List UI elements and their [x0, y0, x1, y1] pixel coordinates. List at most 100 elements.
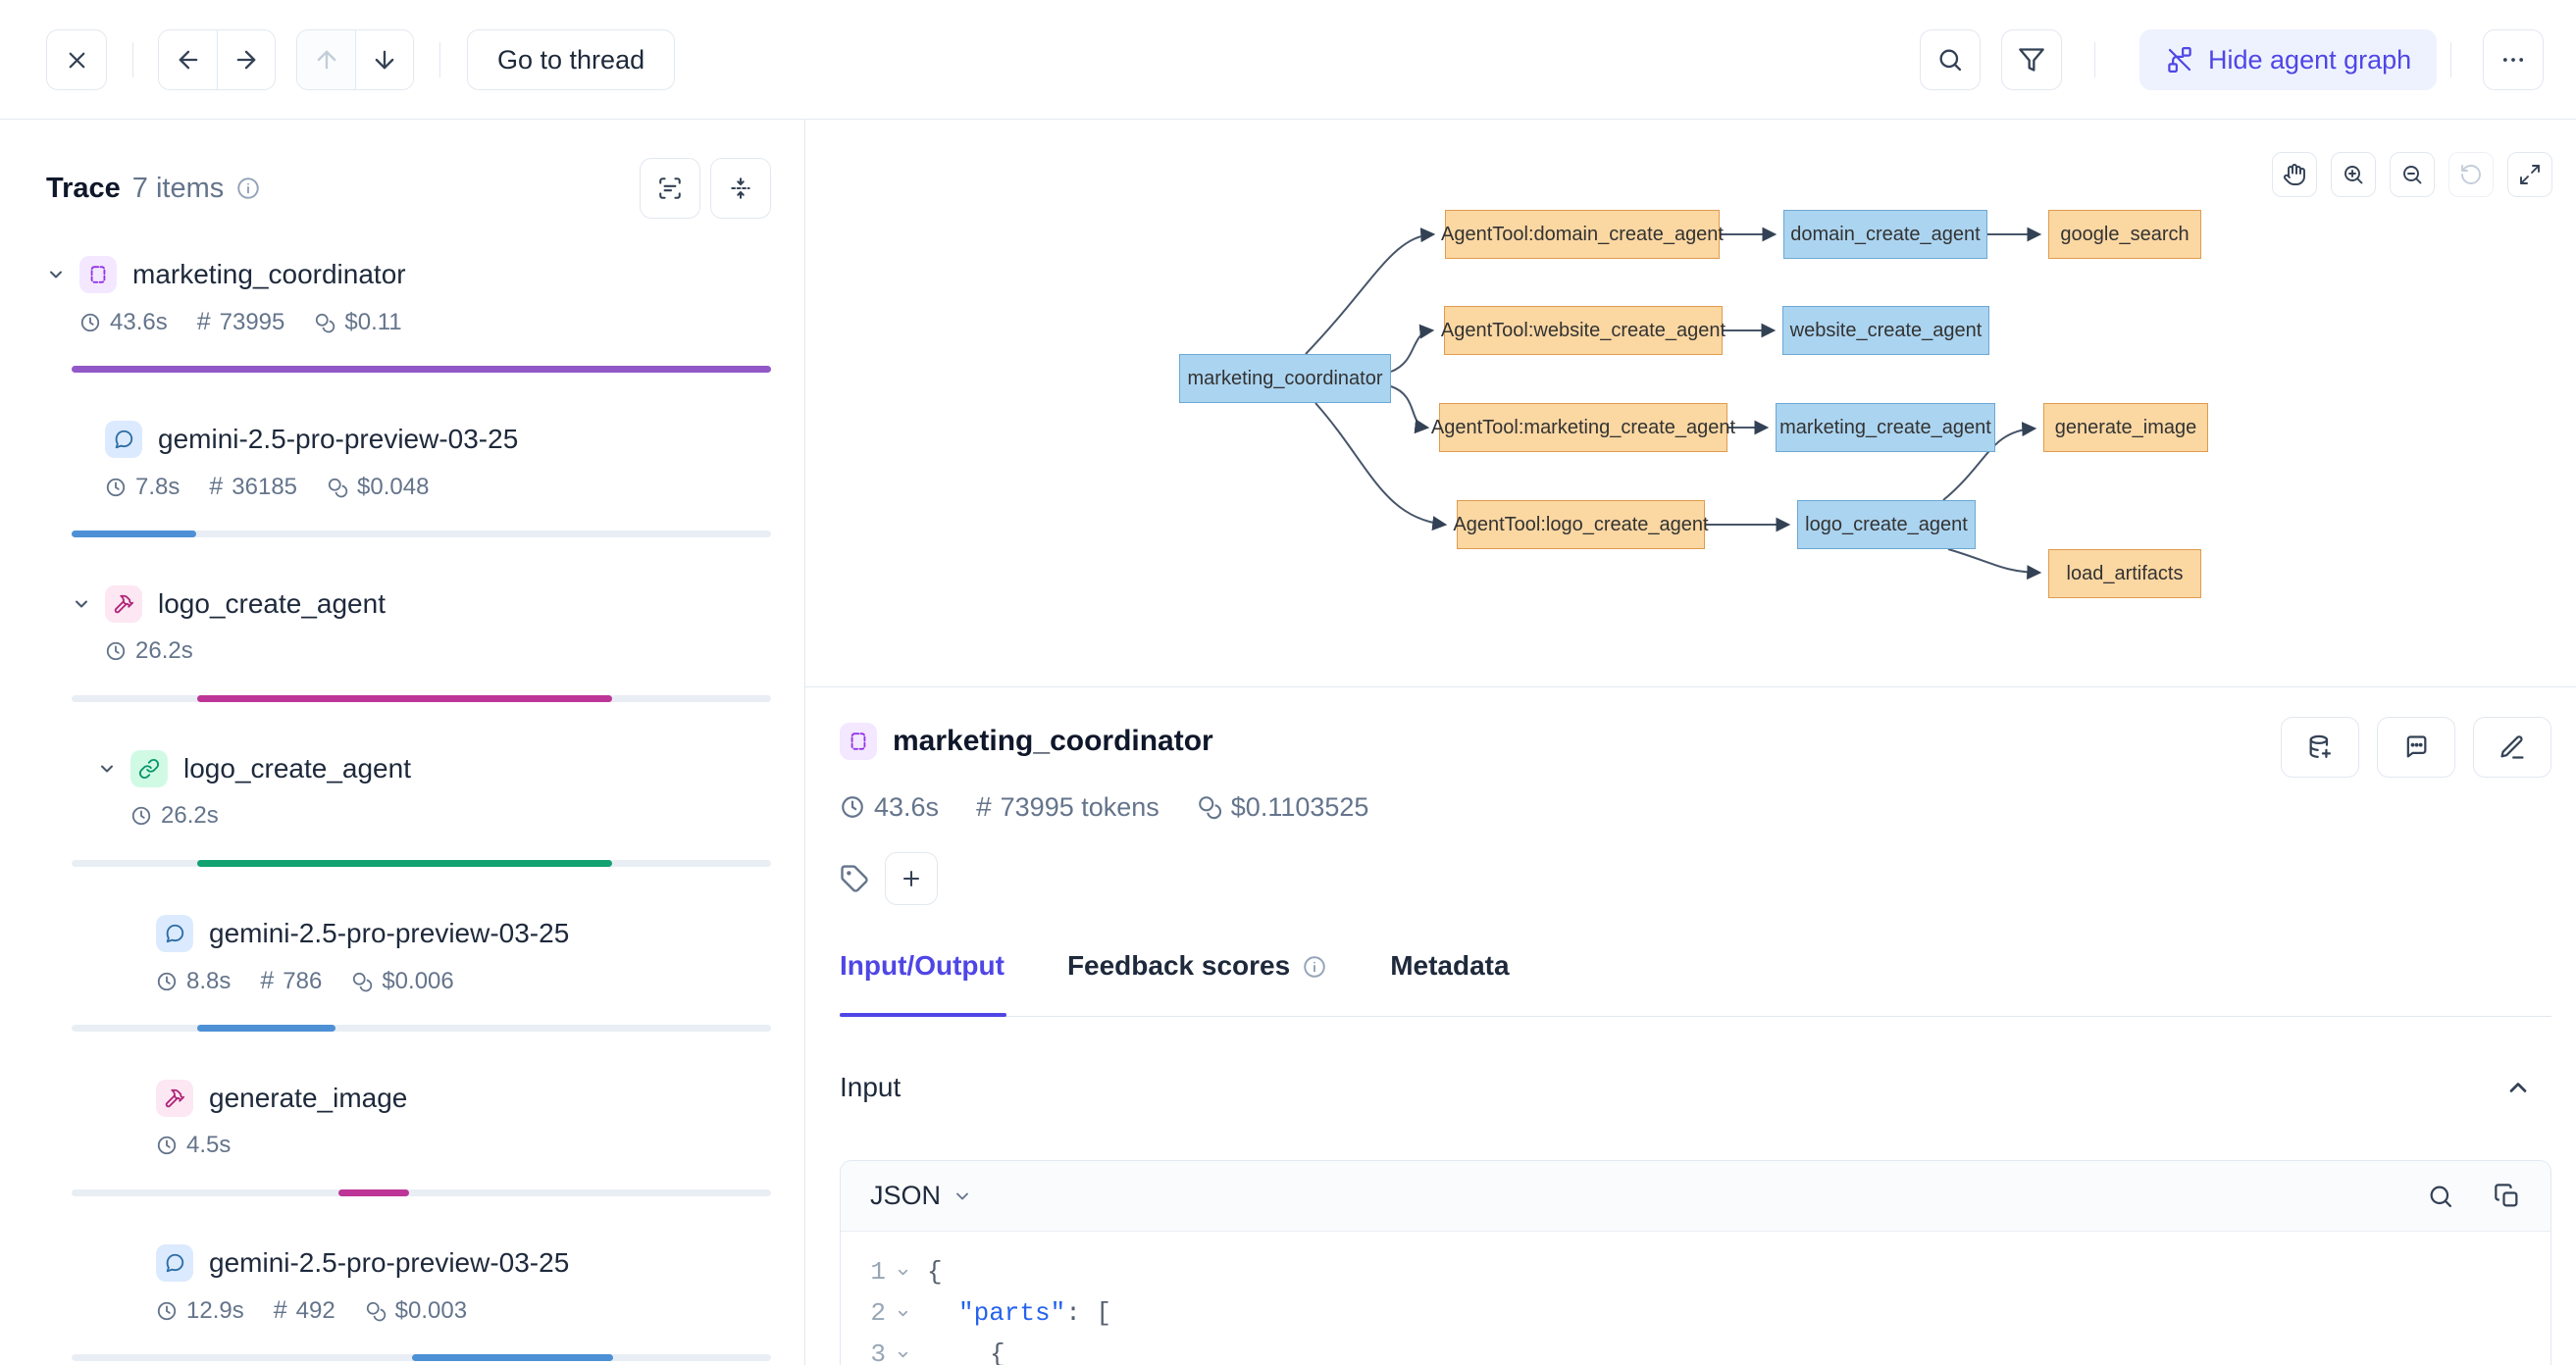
span-stats: 26.2s	[105, 637, 804, 665]
details-header: marketing_coordinator	[840, 723, 1213, 760]
chevron-down-icon[interactable]	[97, 759, 130, 779]
graph-node-agenttool-logo-create-agent[interactable]: AgentTool:logo_create_agent	[1453, 500, 1709, 549]
plus-icon	[903, 871, 919, 886]
expand-icon	[2520, 165, 2540, 184]
add-to-dataset-button[interactable]	[2281, 717, 2359, 778]
input-section-title: Input	[840, 1072, 902, 1102]
graph-node-agenttool-website-create-agent[interactable]: AgentTool:website_create_agent	[1441, 306, 1726, 355]
code-line: 3 {	[870, 1340, 1005, 1365]
clock-icon	[106, 641, 126, 661]
span-tokens: #786	[260, 967, 323, 994]
input-section-header[interactable]: Input	[840, 1072, 2532, 1103]
chevron-down-icon[interactable]	[46, 265, 79, 284]
search-button[interactable]	[1920, 29, 1981, 90]
span-row-gemini[interactable]: gemini-2.5-pro-preview-03-25 7.8s #36185…	[0, 398, 804, 563]
arrow-down-icon	[375, 50, 394, 70]
reset-view-button[interactable]	[2448, 152, 2494, 197]
message-dots-icon	[2406, 735, 2427, 758]
prev-trace-button[interactable]	[159, 30, 217, 89]
trace-span-list: marketing_coordinator 43.6s #73995 $0.11	[0, 233, 804, 1365]
graph-node-generate-image[interactable]: generate_image	[2043, 403, 2208, 452]
span-row-logo-create-agent[interactable]: logo_create_agent 26.2s	[0, 563, 804, 728]
fullscreen-button[interactable]	[2507, 152, 2552, 197]
graph-node-marketing-create-agent[interactable]: marketing_create_agent	[1776, 403, 1995, 452]
zoom-out-button[interactable]	[2390, 152, 2435, 197]
span-details-panel: marketing_coordinator 43.6s #73995 token…	[805, 687, 2576, 1365]
json-code[interactable]: 1 { 2 "parts": [ 3 {	[841, 1232, 2550, 1365]
tab-metadata[interactable]: Metadata	[1390, 950, 1510, 981]
toolbar-divider	[439, 42, 440, 77]
span-row-generate-image[interactable]: generate_image 4.5s	[0, 1057, 804, 1222]
zoom-out-icon	[2403, 166, 2422, 184]
pan-button[interactable]	[2272, 152, 2317, 197]
graph-node-marketing-coordinator[interactable]: marketing_coordinator	[1179, 354, 1391, 403]
span-row-marketing-coordinator[interactable]: marketing_coordinator 43.6s #73995 $0.11	[0, 233, 804, 398]
search-in-json-button[interactable]	[2427, 1183, 2454, 1210]
span-detail-view-button[interactable]	[640, 158, 700, 219]
span-stats: 26.2s	[130, 802, 804, 830]
hash-icon: #	[976, 791, 992, 822]
span-row-gemini[interactable]: gemini-2.5-pro-preview-03-25 12.9s #492 …	[0, 1222, 804, 1365]
more-options-button[interactable]	[2483, 29, 2544, 90]
details-title: marketing_coordinator	[893, 725, 1213, 757]
copy-button[interactable]	[2494, 1183, 2521, 1210]
chain-span-icon	[130, 750, 168, 787]
graph-node-google-search[interactable]: google_search	[2048, 210, 2201, 259]
add-tag-button[interactable]	[885, 852, 938, 905]
tag-icon	[840, 864, 869, 893]
graph-node-load-artifacts[interactable]: load_artifacts	[2048, 549, 2201, 598]
edit-button[interactable]	[2473, 717, 2551, 778]
tab-input-output[interactable]: Input/Output	[840, 935, 1006, 1017]
span-tokens: #492	[273, 1296, 335, 1324]
span-duration: 26.2s	[130, 802, 219, 830]
zoom-in-button[interactable]	[2331, 152, 2376, 197]
info-icon[interactable]	[235, 176, 261, 201]
collapse-all-button[interactable]	[710, 158, 771, 219]
span-stats: 7.8s #36185 $0.048	[105, 473, 804, 501]
parent-span-button[interactable]	[297, 30, 355, 89]
filter-button[interactable]	[2001, 29, 2062, 90]
chevron-down-icon	[953, 1187, 972, 1206]
graph-node-website-create-agent[interactable]: website_create_agent	[1782, 306, 1989, 355]
hash-icon: #	[196, 308, 211, 335]
agent-graph-icon	[2168, 47, 2191, 73]
details-tabs: Input/Output Feedback scores Metadata	[840, 935, 2551, 1017]
tab-feedback-scores[interactable]: Feedback scores	[1067, 935, 1327, 1016]
span-row-gemini[interactable]: gemini-2.5-pro-preview-03-25 8.8s #786 $…	[0, 892, 804, 1057]
span-row-logo-create-agent-chain[interactable]: logo_create_agent 26.2s	[0, 728, 804, 892]
hide-agent-graph-button[interactable]: Hide agent graph	[2139, 29, 2438, 90]
up-down-group	[296, 29, 414, 90]
chevron-up-icon[interactable]	[2504, 1074, 2532, 1101]
chevron-down-icon[interactable]	[72, 594, 105, 614]
go-to-thread-button[interactable]: Go to thread	[467, 29, 676, 90]
clock-icon	[106, 478, 126, 496]
format-select[interactable]: JSON	[870, 1181, 972, 1211]
span-duration: 8.8s	[156, 968, 231, 995]
close-button[interactable]	[46, 29, 107, 90]
fold-chevron-icon[interactable]	[886, 1265, 919, 1280]
agent-span-icon	[840, 723, 877, 760]
next-trace-button[interactable]	[217, 30, 275, 89]
fold-chevron-icon[interactable]	[886, 1306, 919, 1321]
agent-graph-panel: marketing_coordinator AgentTool:domain_c…	[805, 121, 2576, 686]
json-card-tools	[2427, 1183, 2521, 1210]
graph-node-domain-create-agent[interactable]: domain_create_agent	[1783, 210, 1987, 259]
panel-divider-horizontal	[805, 686, 2576, 687]
span-stats: 4.5s	[156, 1132, 804, 1159]
child-span-button[interactable]	[355, 30, 413, 89]
code-line: 1 {	[870, 1257, 943, 1287]
coins-icon	[353, 972, 373, 991]
trace-header: Trace 7 items	[46, 158, 771, 219]
clock-icon	[80, 313, 100, 331]
graph-node-agenttool-domain-create-agent[interactable]: AgentTool:domain_create_agent	[1441, 210, 1724, 259]
span-timeline	[72, 1354, 771, 1361]
filter-icon	[2019, 48, 2044, 72]
fold-chevron-icon[interactable]	[886, 1347, 919, 1362]
graph-node-logo-create-agent[interactable]: logo_create_agent	[1797, 500, 1976, 549]
span-timeline	[72, 1025, 771, 1032]
graph-node-agenttool-marketing-create-agent[interactable]: AgentTool:marketing_create_agent	[1431, 403, 1735, 452]
graph-toolbar	[2272, 152, 2552, 197]
span-name: generate_image	[209, 1083, 408, 1113]
comments-button[interactable]	[2377, 717, 2455, 778]
hash-icon: #	[260, 967, 275, 994]
